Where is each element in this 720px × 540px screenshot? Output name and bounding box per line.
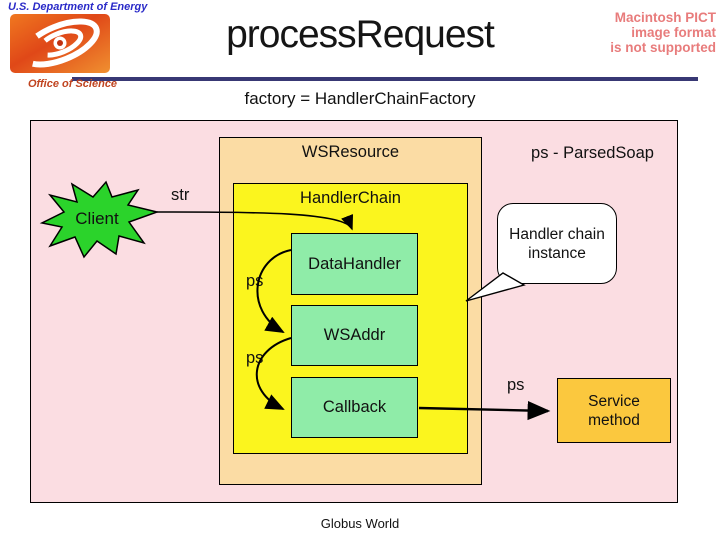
wsresource-label: WSResource <box>301 143 400 161</box>
office-of-science-label: Office of Science <box>28 78 118 90</box>
service-method-label: Service method <box>588 392 640 429</box>
wsaddr-label: WSAddr <box>323 326 386 344</box>
datahandler-label: DataHandler <box>308 254 401 273</box>
service-method-box: Service method <box>557 378 671 443</box>
pict-not-supported-notice: Macintosh PICT image format is not suppo… <box>516 10 716 55</box>
footer-caption: Globus World <box>320 516 400 531</box>
callback-label: Callback <box>322 398 387 416</box>
callout-text: Handler chain instance <box>509 225 605 262</box>
doe-logo-icon <box>10 14 110 73</box>
factory-subtitle: factory = HandlerChainFactory <box>244 89 476 108</box>
ps-argument-label-3: ps <box>507 376 525 394</box>
pict-notice-line: Macintosh PICT <box>614 10 716 25</box>
handlerchain-label: HandlerChain <box>300 189 401 207</box>
title-divider <box>72 77 698 81</box>
doe-agency-label: U.S. Department of Energy <box>8 1 148 13</box>
pict-notice-line: is not supported <box>610 40 716 55</box>
parsedsoap-legend: ps - ParsedSoap <box>531 144 654 162</box>
client-label: Client <box>75 209 119 228</box>
pict-notice-line: image format <box>631 25 716 40</box>
slide-title: processRequest <box>226 13 495 56</box>
str-argument-label: str <box>171 186 190 204</box>
wsaddr-box: WSAddr <box>291 305 418 366</box>
ps-argument-label-2: ps <box>246 349 264 367</box>
ps-argument-label-1: ps <box>246 272 264 290</box>
callback-box: Callback <box>291 377 418 438</box>
handler-chain-instance-callout: Handler chain instance <box>497 203 617 284</box>
datahandler-box: DataHandler <box>291 233 418 295</box>
